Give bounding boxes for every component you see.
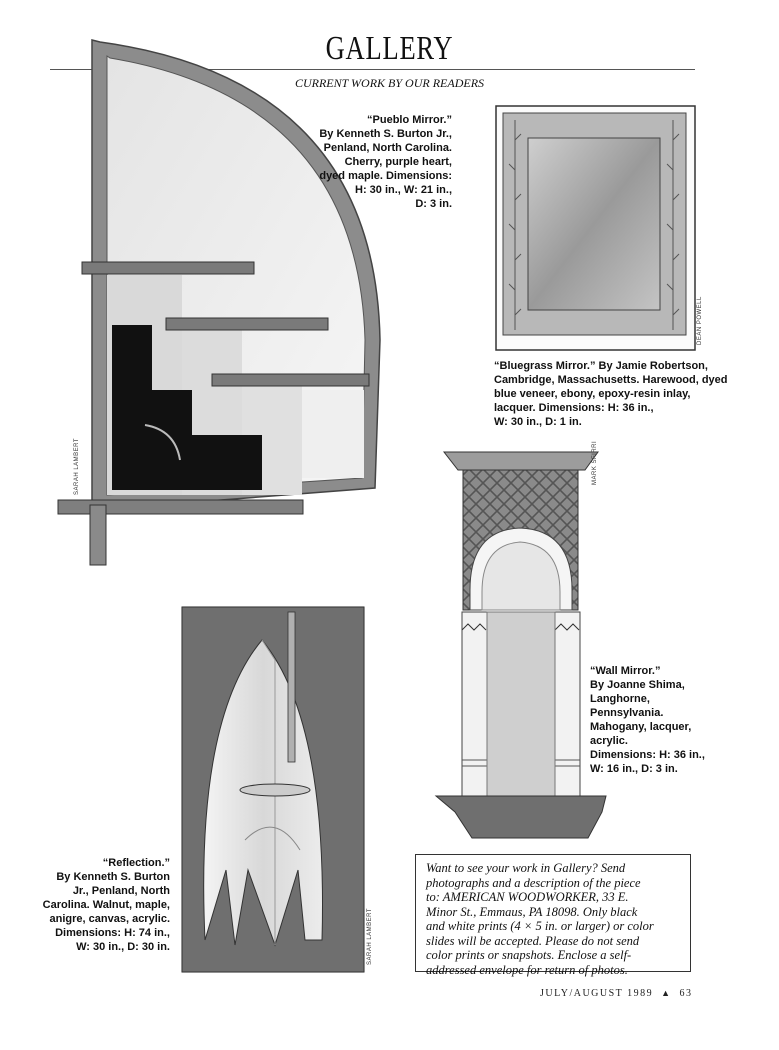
reflection-photo-credit: SARAH LAMBERT: [367, 907, 373, 965]
header-rule: [50, 69, 695, 70]
caption-line: “Reflection.”: [102, 857, 170, 869]
caption-line: D: 3 in.: [415, 198, 452, 210]
caption-line: dyed maple. Dimensions:: [319, 170, 452, 182]
pueblo-mirror-caption: “Pueblo Mirror.” By Kenneth S. Burton Jr…: [292, 113, 452, 211]
caption-line: “Pueblo Mirror.”: [367, 114, 452, 126]
caption-line: lacquer. Dimensions: H: 36 in.,: [494, 402, 654, 414]
triangle-icon: ▲: [661, 988, 672, 998]
caption-line: Cherry, purple heart,: [344, 156, 452, 168]
wall-photo-credit: MARK SFIRRI: [592, 440, 598, 485]
submission-line: photographs and a description of the pie…: [426, 875, 641, 890]
submission-line: addressed envelope for return of photos.: [426, 962, 628, 977]
caption-line: W: 30 in., D: 1 in.: [494, 416, 582, 428]
caption-line: W: 16 in., D: 3 in.: [590, 763, 678, 775]
reflection-caption: “Reflection.” By Kenneth S. Burton Jr., …: [20, 856, 170, 954]
submission-line: Minor St., Emmaus, PA 18098. Only black: [426, 904, 638, 919]
caption-line: blue veneer, ebony, epoxy-resin inlay,: [494, 388, 691, 400]
page-subtitle: CURRENT WORK BY OUR READERS: [294, 76, 485, 90]
caption-line: “Wall Mirror.”: [590, 665, 661, 677]
caption-line: Cambridge, Massachusetts. Harewood, dyed: [494, 374, 728, 386]
caption-line: Carolina. Walnut, maple,: [42, 899, 170, 911]
caption-line: anigre, canvas, acrylic.: [49, 913, 170, 925]
submission-line: slides will be accepted. Please do not s…: [426, 933, 640, 948]
submission-line: to: AMERICAN WOODWORKER, 33 E.: [426, 890, 629, 904]
page-title: GALLERY: [325, 30, 454, 67]
caption-line: H: 30 in., W: 21 in.,: [355, 184, 452, 196]
pueblo-photo-credit: SARAH LAMBERT: [74, 437, 80, 495]
submission-line: color prints or snapshots. Enclose a sel…: [426, 948, 632, 962]
caption-line: Langhorne,: [590, 693, 650, 705]
page-number: 63: [679, 988, 693, 999]
caption-line: Dimensions: H: 36 in.,: [590, 749, 705, 761]
caption-line: Dimensions: H: 74 in.,: [55, 927, 170, 939]
bluegrass-mirror-caption: “Bluegrass Mirror.” By Jamie Robertson, …: [494, 359, 728, 429]
caption-line: W: 30 in., D: 30 in.: [76, 941, 170, 953]
caption-line: “Bluegrass Mirror.” By Jamie Robertson,: [494, 360, 708, 372]
caption-line: Mahogany, lacquer,: [590, 721, 692, 733]
caption-line: By Kenneth S. Burton: [56, 871, 170, 883]
caption-line: acrylic.: [590, 735, 628, 747]
bluegrass-photo-credit: DEAN POWELL: [697, 296, 703, 345]
caption-line: By Kenneth S. Burton Jr.,: [319, 128, 452, 140]
caption-line: Penland, North Carolina.: [323, 142, 452, 154]
page-footer: JULY/AUGUST 1989 ▲ 63: [540, 988, 693, 999]
submission-line: Want to see your work in Gallery? Send: [426, 861, 626, 875]
wall-mirror-caption: “Wall Mirror.” By Joanne Shima, Langhorn…: [590, 664, 705, 776]
issue-date: JULY/AUGUST 1989: [540, 988, 654, 999]
submission-line: and white prints (4 × 5 in. or larger) o…: [426, 919, 654, 933]
caption-line: Pennsylvania.: [590, 707, 664, 719]
caption-line: Jr., Penland, North: [72, 885, 170, 897]
submission-info-box: Want to see your work in Gallery? Send p…: [415, 854, 691, 977]
caption-line: By Joanne Shima,: [590, 679, 685, 691]
